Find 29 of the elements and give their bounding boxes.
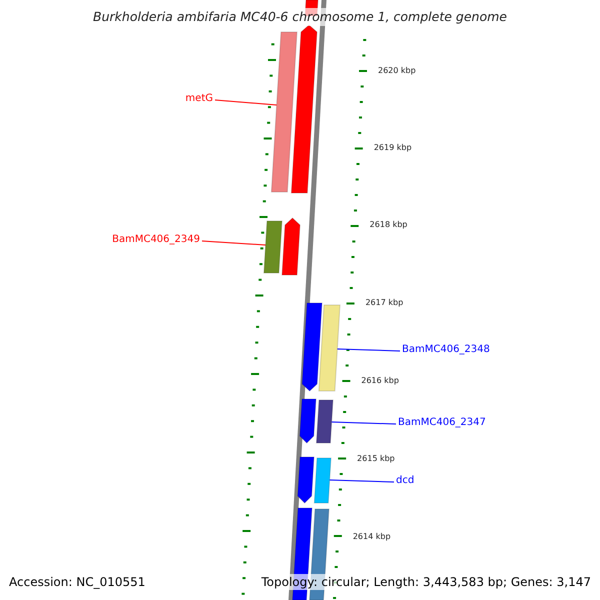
leader-line <box>202 240 266 246</box>
gene-feature-pointed <box>297 456 315 504</box>
gene-label: BamMC406_2348 <box>402 343 490 357</box>
tick-label: 2618 kbp <box>370 220 408 230</box>
leader-line <box>329 480 394 482</box>
gene-feature-pointed <box>302 302 323 392</box>
gene-feature <box>263 220 283 274</box>
gene-label: metG <box>185 92 213 106</box>
tick-label: 2617 kbp <box>365 298 404 308</box>
leader-line <box>214 100 278 106</box>
tick-label: 2619 kbp <box>374 143 412 153</box>
leader-line <box>336 348 400 352</box>
gene-label: dcd <box>396 474 414 488</box>
genome-info-text: Topology: circular; Length: 3,443,583 bp; Genes: 3,147 <box>261 574 591 590</box>
accession-text: Accession: NC_010551 <box>9 574 146 590</box>
gene-feature-pointed <box>281 217 301 276</box>
gene-feature-pointed <box>290 24 318 194</box>
gene-label: BamMC406_2347 <box>398 416 486 430</box>
gene-feature <box>314 458 332 504</box>
leader-line <box>331 422 396 424</box>
tick-label: 2614 kbp <box>352 532 391 542</box>
gene-label: BamMC406_2349 <box>112 233 200 247</box>
tick-label: 2616 kbp <box>361 376 399 386</box>
gene-feature <box>318 304 341 392</box>
gene-feature-pointed <box>299 398 317 444</box>
gene-feature <box>270 32 298 192</box>
gene-feature <box>316 400 334 444</box>
tick-label: 2615 kbp <box>357 454 395 464</box>
tick-label: 2620 kbp <box>378 66 416 76</box>
